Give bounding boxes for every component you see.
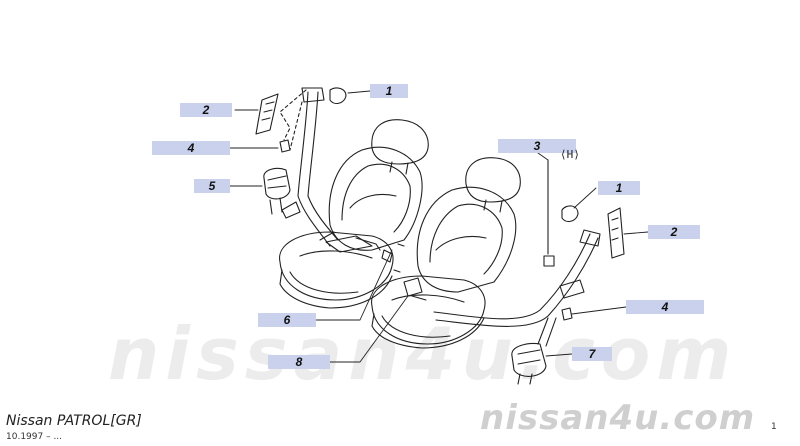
left-seat — [279, 119, 429, 309]
callout-4-right: 4 — [626, 300, 704, 314]
callout-1-left: 1 — [370, 84, 408, 98]
callout-4-left: 4 — [152, 141, 230, 155]
callout-3: 3 — [498, 139, 576, 153]
watermark-text: nissan4u.com — [108, 312, 738, 396]
callout-2-right: 2 — [648, 225, 700, 239]
model-date-range: 10.1997 – ... — [6, 432, 63, 442]
callout-2-left: 2 — [180, 103, 232, 117]
right-seat — [371, 157, 521, 349]
right-belt-assembly — [393, 159, 625, 385]
model-title: Nissan PATROL[GR] — [6, 413, 142, 429]
callout-7: 7 — [572, 347, 612, 361]
brand-watermark: nissan4u.com — [480, 398, 756, 438]
callout-5: 5 — [194, 179, 230, 193]
handedness-mark: ⟨H⟩ — [560, 148, 580, 161]
callout-1-right: 1 — [598, 181, 640, 195]
left-belt-assembly — [255, 87, 405, 263]
callout-8: 8 — [268, 355, 330, 369]
callout-6: 6 — [258, 313, 316, 327]
leader-lines — [229, 90, 649, 363]
page-mark: 1 — [771, 422, 777, 432]
